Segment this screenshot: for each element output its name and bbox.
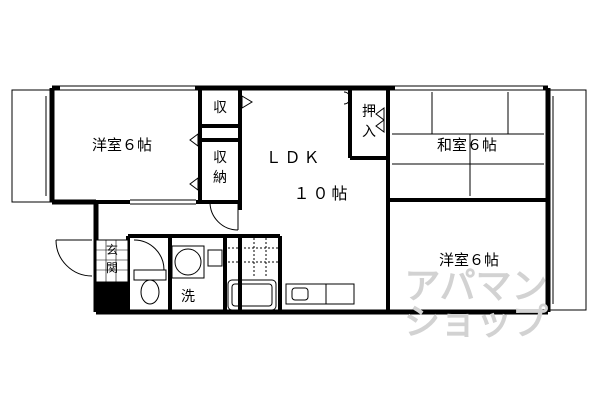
closet-small-label: 収 [213,100,227,116]
door-swings [55,91,351,277]
washroom-label: 洗 [181,289,195,305]
svg-text:関: 関 [106,261,118,275]
ldk-label: ＬＤＫ [265,148,322,167]
bathroom [227,238,278,311]
entrance-label: 玄 関 [106,242,118,275]
tatami-lines [392,92,544,196]
window-frames [60,85,543,205]
svg-text:入: 入 [362,124,376,140]
washing-machine-space [171,245,223,279]
watermark-line2: ショップ [404,302,548,343]
watermark-line1: アパマン [404,266,547,307]
western-room-left-label: 洋室６帖 [92,136,152,154]
western-room-right-label: 洋室６帖 [439,251,499,269]
closet-storage-label: 収 納 [213,150,227,186]
entrance-area [95,239,129,312]
oshiire-label: 押 入 [362,104,376,140]
ldk-size-label: １０帖 [293,184,350,203]
svg-text:押: 押 [362,104,376,120]
balcony-right [547,89,587,311]
svg-text:納: 納 [213,170,227,186]
kitchen-counter [285,283,355,305]
closet-markers [189,95,385,191]
toilet-fixture [133,269,167,305]
japanese-room-label: 和室６帖 [437,136,497,154]
watermark: アパマン ショップ [404,266,548,343]
svg-text:収: 収 [213,150,227,166]
svg-text:玄: 玄 [106,242,118,257]
balcony-left [11,89,53,203]
